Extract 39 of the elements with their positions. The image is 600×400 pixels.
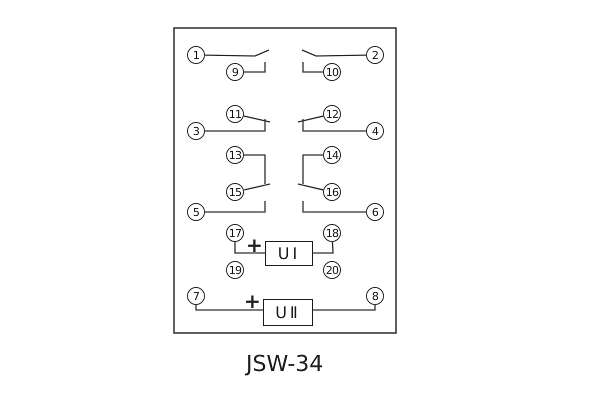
relay-contact	[205, 200, 266, 213]
terminal-circle: 12	[323, 105, 341, 123]
terminal-circle: 5	[187, 203, 205, 221]
wire	[312, 305, 376, 311]
relay-contact	[302, 200, 366, 213]
terminal-circle: 18	[323, 224, 341, 242]
terminal-circle: 9	[226, 63, 244, 81]
terminal-circle: 10	[323, 63, 341, 81]
terminal-circle: 13	[226, 146, 244, 164]
terminal-circle: 19	[226, 261, 244, 279]
polarity-sign: +	[246, 235, 263, 255]
polarity-sign: +	[244, 291, 261, 311]
relay-contact	[204, 49, 270, 57]
relay-contact	[297, 154, 324, 191]
coil-box: UⅡ	[263, 299, 313, 326]
terminal-circle: 6	[366, 203, 384, 221]
terminal-circle: 4	[366, 122, 384, 140]
terminal-circle: 17	[226, 224, 244, 242]
terminal-circle: 1	[187, 46, 205, 64]
terminal-circle: 2	[366, 46, 384, 64]
wire	[311, 242, 334, 254]
terminal-circle: 3	[187, 122, 205, 140]
terminal-circle: 15	[226, 183, 244, 201]
wire	[234, 242, 266, 254]
relay-contact	[302, 61, 323, 73]
terminal-circle: 7	[187, 287, 205, 305]
wire	[195, 305, 264, 311]
model-caption: JSW-34	[246, 352, 324, 377]
terminal-circle: 16	[323, 183, 341, 201]
terminal-circle: 11	[226, 105, 244, 123]
relay-contact	[301, 49, 366, 57]
coil-box: UⅠ	[265, 241, 313, 266]
terminal-circle: 20	[323, 261, 341, 279]
terminal-circle: 14	[323, 146, 341, 164]
relay-contact	[244, 61, 266, 73]
relay-contact	[243, 154, 271, 191]
relay-contact	[204, 115, 271, 132]
relay-contact	[297, 115, 367, 132]
terminal-circle: 8	[366, 287, 384, 305]
